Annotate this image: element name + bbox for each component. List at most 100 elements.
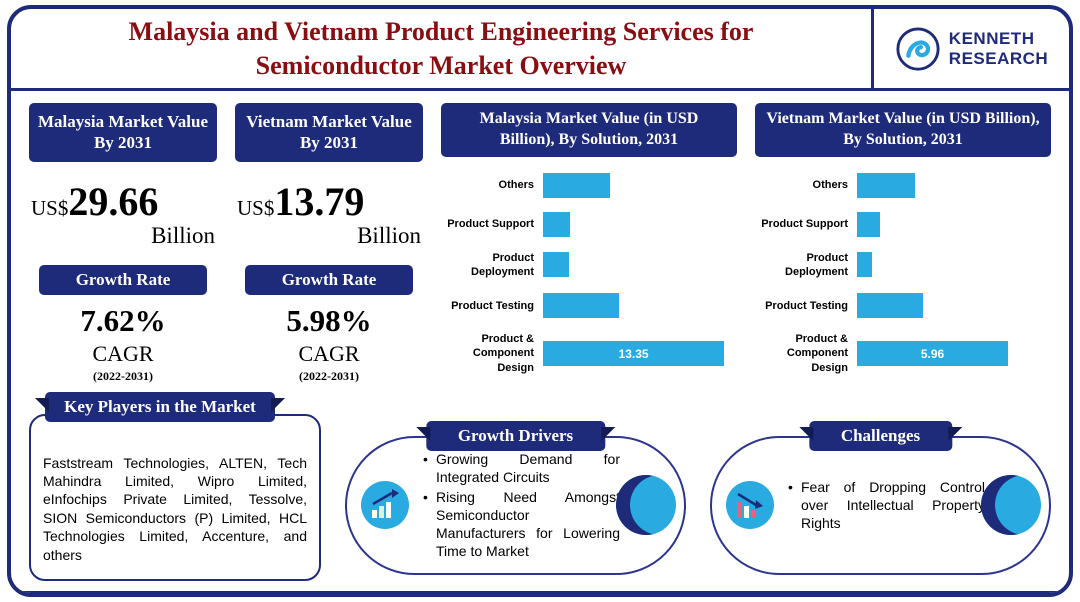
cagr-period: (2022-2031) (93, 368, 153, 383)
vietnam-chart-title: Vietnam Market Value (in USD Billion), B… (755, 103, 1051, 157)
vietnam-growth-rate-banner: Growth Rate (245, 264, 413, 295)
kenneth-research-logo-icon (896, 26, 940, 71)
key-players-section: Key Players in the Market Faststream Tec… (29, 391, 321, 591)
chart-track (857, 293, 1047, 319)
chart-category-label: Product & Component Design (786, 333, 848, 374)
bar-value-label: 5.96 (920, 346, 945, 361)
chart-category-label: Product & Component Design (472, 333, 534, 374)
growth-drivers-list: Growing Demand for Integrated Circuits R… (421, 448, 620, 563)
growth-chart-icon (361, 481, 409, 530)
key-players-banner: Key Players in the Market (35, 391, 285, 422)
chart-row: Product & Component Design 13.35 (441, 332, 733, 375)
growth-drivers-section: Growth Drivers Growing Demand for Integr… (345, 420, 686, 575)
chart-category-label: Others (812, 178, 848, 191)
chart-category-label: Product Deployment (785, 251, 848, 278)
cagr-period: (2022-2031) (299, 368, 359, 383)
chart-category-label: Others (498, 178, 534, 191)
main-stats-row: Malaysia Market Value By 2031 US$29.66 B… (11, 91, 1069, 384)
chart-row: Product & Component Design 5.96 (755, 332, 1047, 375)
chart-track (543, 211, 733, 237)
growth-driver-item: Rising Need Amongst Semiconductor Manufa… (421, 488, 620, 561)
chart-track (857, 172, 1047, 198)
malaysia-growth-rate-banner: Growth Rate (39, 264, 207, 295)
growth-driver-item: Growing Demand for Integrated Circuits (421, 450, 620, 486)
brand-logo-area: KENNETH RESEARCH (871, 9, 1069, 88)
chart-category-label: Product Support (447, 217, 534, 230)
chart-row: Product Testing (441, 293, 733, 319)
chart-track (543, 252, 733, 278)
decline-chart-icon (726, 481, 774, 530)
bottom-row: Key Players in the Market Faststream Tec… (11, 384, 1069, 591)
title-line-2: Semiconductor Market Overview (255, 50, 627, 80)
key-players-list: Faststream Technologies, ALTEN, Tech Mah… (29, 413, 321, 581)
chart-track (543, 293, 733, 319)
chart-category-label: Product Testing (451, 299, 534, 312)
chart-track: 5.96 (857, 341, 1047, 367)
vietnam-solution-chart-column: Vietnam Market Value (in USD Billion), B… (755, 103, 1051, 384)
chart-track: 13.35 (543, 341, 733, 367)
chart-row: Product Support (755, 211, 1047, 237)
malaysia-growth-stats: 7.62% CAGR (2022-2031) (39, 303, 207, 384)
footer-contact-bar: www.kennethresearch.com | +1 313 462 060… (11, 590, 1069, 593)
header: Malaysia and Vietnam Product Engineering… (11, 9, 1069, 91)
chart-bar (857, 172, 916, 198)
chart-row: Product Deployment (441, 251, 733, 280)
malaysia-chart-title: Malaysia Market Value (in USD Billion), … (441, 103, 737, 157)
brand-line-2: RESEARCH (948, 48, 1049, 68)
brand-name: KENNETH RESEARCH (949, 29, 1048, 68)
growth-rate-value: 7.62% (80, 302, 166, 338)
malaysia-market-value: US$29.66 Billion (29, 178, 217, 249)
chart-bar: 5.96 (857, 341, 1008, 367)
chart-category-label: Product Deployment (471, 251, 534, 278)
chart-bar (543, 293, 619, 319)
chart-row: Product Deployment (755, 251, 1047, 280)
vietnam-summary-column: Vietnam Market Value By 2031 US$13.79 Bi… (235, 103, 423, 384)
challenges-section: Challenges Fear of Dropping Control over… (710, 420, 1051, 575)
chart-track (857, 211, 1047, 237)
growth-rate-value: 5.98% (286, 302, 372, 338)
page-title: Malaysia and Vietnam Product Engineering… (11, 9, 871, 88)
cagr-label: CAGR (92, 340, 154, 366)
chart-bar (857, 211, 880, 237)
chart-bar (543, 211, 571, 237)
title-line-1: Malaysia and Vietnam Product Engineering… (128, 16, 754, 46)
chart-row: Product Testing (755, 293, 1047, 319)
currency-label: US$ (237, 195, 275, 220)
chart-row: Others (755, 172, 1047, 198)
vietnam-market-value: US$13.79 Billion (235, 178, 423, 249)
vietnam-market-value-banner: Vietnam Market Value By 2031 (235, 103, 423, 162)
chart-bar (543, 172, 610, 198)
market-value-number: 29.66 (68, 178, 159, 224)
infographic-frame: Malaysia and Vietnam Product Engineering… (7, 5, 1073, 597)
malaysia-market-value-banner: Malaysia Market Value By 2031 (29, 103, 217, 162)
chart-bar (543, 252, 569, 278)
malaysia-summary-column: Malaysia Market Value By 2031 US$29.66 B… (29, 103, 217, 384)
decorative-circle (981, 475, 1041, 536)
challenges-banner: Challenges (798, 420, 963, 451)
bar-value-label: 13.35 (618, 346, 649, 361)
decorative-circle (616, 475, 676, 536)
malaysia-value-line: US$29.66 (31, 178, 217, 225)
chart-bar: 13.35 (543, 341, 725, 367)
chart-track (543, 172, 733, 198)
vietnam-growth-stats: 5.98% CAGR (2022-2031) (245, 303, 413, 384)
market-value-unit: Billion (151, 222, 215, 248)
chart-row: Product Support (441, 211, 733, 237)
malaysia-solution-chart-column: Malaysia Market Value (in USD Billion), … (441, 103, 737, 384)
cagr-label: CAGR (298, 340, 360, 366)
growth-drivers-banner: Growth Drivers (415, 420, 616, 451)
chart-category-label: Product Support (761, 217, 848, 230)
chart-bar (857, 252, 873, 278)
vietnam-value-line: US$13.79 (237, 178, 423, 225)
market-value-unit: Billion (357, 222, 421, 248)
chart-track (857, 252, 1047, 278)
market-value-number: 13.79 (274, 178, 365, 224)
chart-category-label: Product Testing (765, 299, 848, 312)
brand-line-1: KENNETH (948, 28, 1035, 48)
chart-bar (857, 293, 923, 319)
chart-row: Others (441, 172, 733, 198)
challenge-item: Fear of Dropping Control over Intellectu… (786, 478, 985, 533)
challenges-list: Fear of Dropping Control over Intellectu… (786, 476, 985, 535)
